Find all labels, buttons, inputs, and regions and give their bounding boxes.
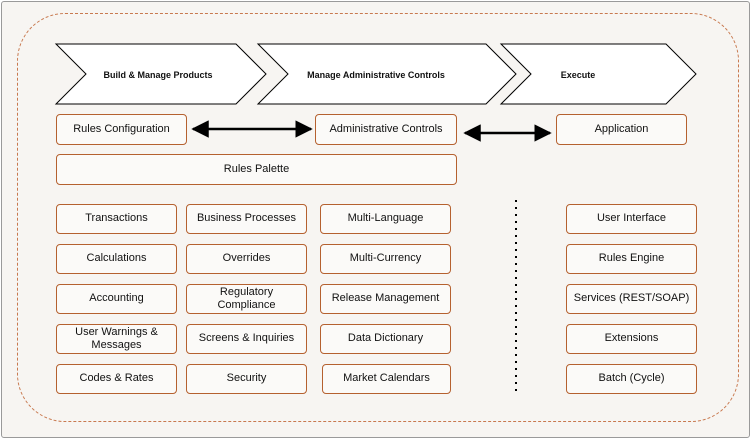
- rules-palette-box: Rules Palette: [56, 154, 457, 185]
- market-calendars-box: Market Calendars: [322, 364, 451, 394]
- services-rest-soap-box: Services (REST/SOAP): [566, 284, 697, 314]
- calculations-box: Calculations: [56, 244, 177, 274]
- screens-inquiries-box: Screens & Inquiries: [186, 324, 307, 354]
- dashed-group-boundary: [17, 13, 739, 422]
- phase-chevron-execute: Execute: [499, 43, 697, 105]
- accounting-box: Accounting: [56, 284, 177, 314]
- application-box: Application: [556, 114, 687, 145]
- multi-currency-box: Multi-Currency: [320, 244, 451, 274]
- data-dictionary-box: Data Dictionary: [320, 324, 451, 354]
- phase-label-execute: Execute: [561, 70, 596, 80]
- multi-language-box: Multi-Language: [320, 204, 451, 234]
- phase-label-build: Build & Manage Products: [103, 70, 212, 80]
- phase-chevron-build: Build & Manage Products: [54, 43, 267, 105]
- phase-label-admin: Manage Administrative Controls: [307, 70, 445, 80]
- release-management-box: Release Management: [320, 284, 451, 314]
- business-processes-box: Business Processes: [186, 204, 307, 234]
- user-warnings-messages-box: User Warnings & Messages: [56, 324, 177, 354]
- transactions-box: Transactions: [56, 204, 177, 234]
- user-interface-box: User Interface: [566, 204, 697, 234]
- extensions-box: Extensions: [566, 324, 697, 354]
- administrative-controls-box: Administrative Controls: [315, 114, 457, 145]
- security-box: Security: [186, 364, 307, 394]
- batch-cycle-box: Batch (Cycle): [566, 364, 697, 394]
- codes-rates-box: Codes & Rates: [56, 364, 177, 394]
- rules-configuration-box: Rules Configuration: [56, 114, 187, 145]
- overrides-box: Overrides: [186, 244, 307, 274]
- regulatory-compliance-box: Regulatory Compliance: [186, 284, 307, 314]
- rules-engine-box: Rules Engine: [566, 244, 697, 274]
- phase-chevron-admin: Manage Administrative Controls: [256, 43, 517, 105]
